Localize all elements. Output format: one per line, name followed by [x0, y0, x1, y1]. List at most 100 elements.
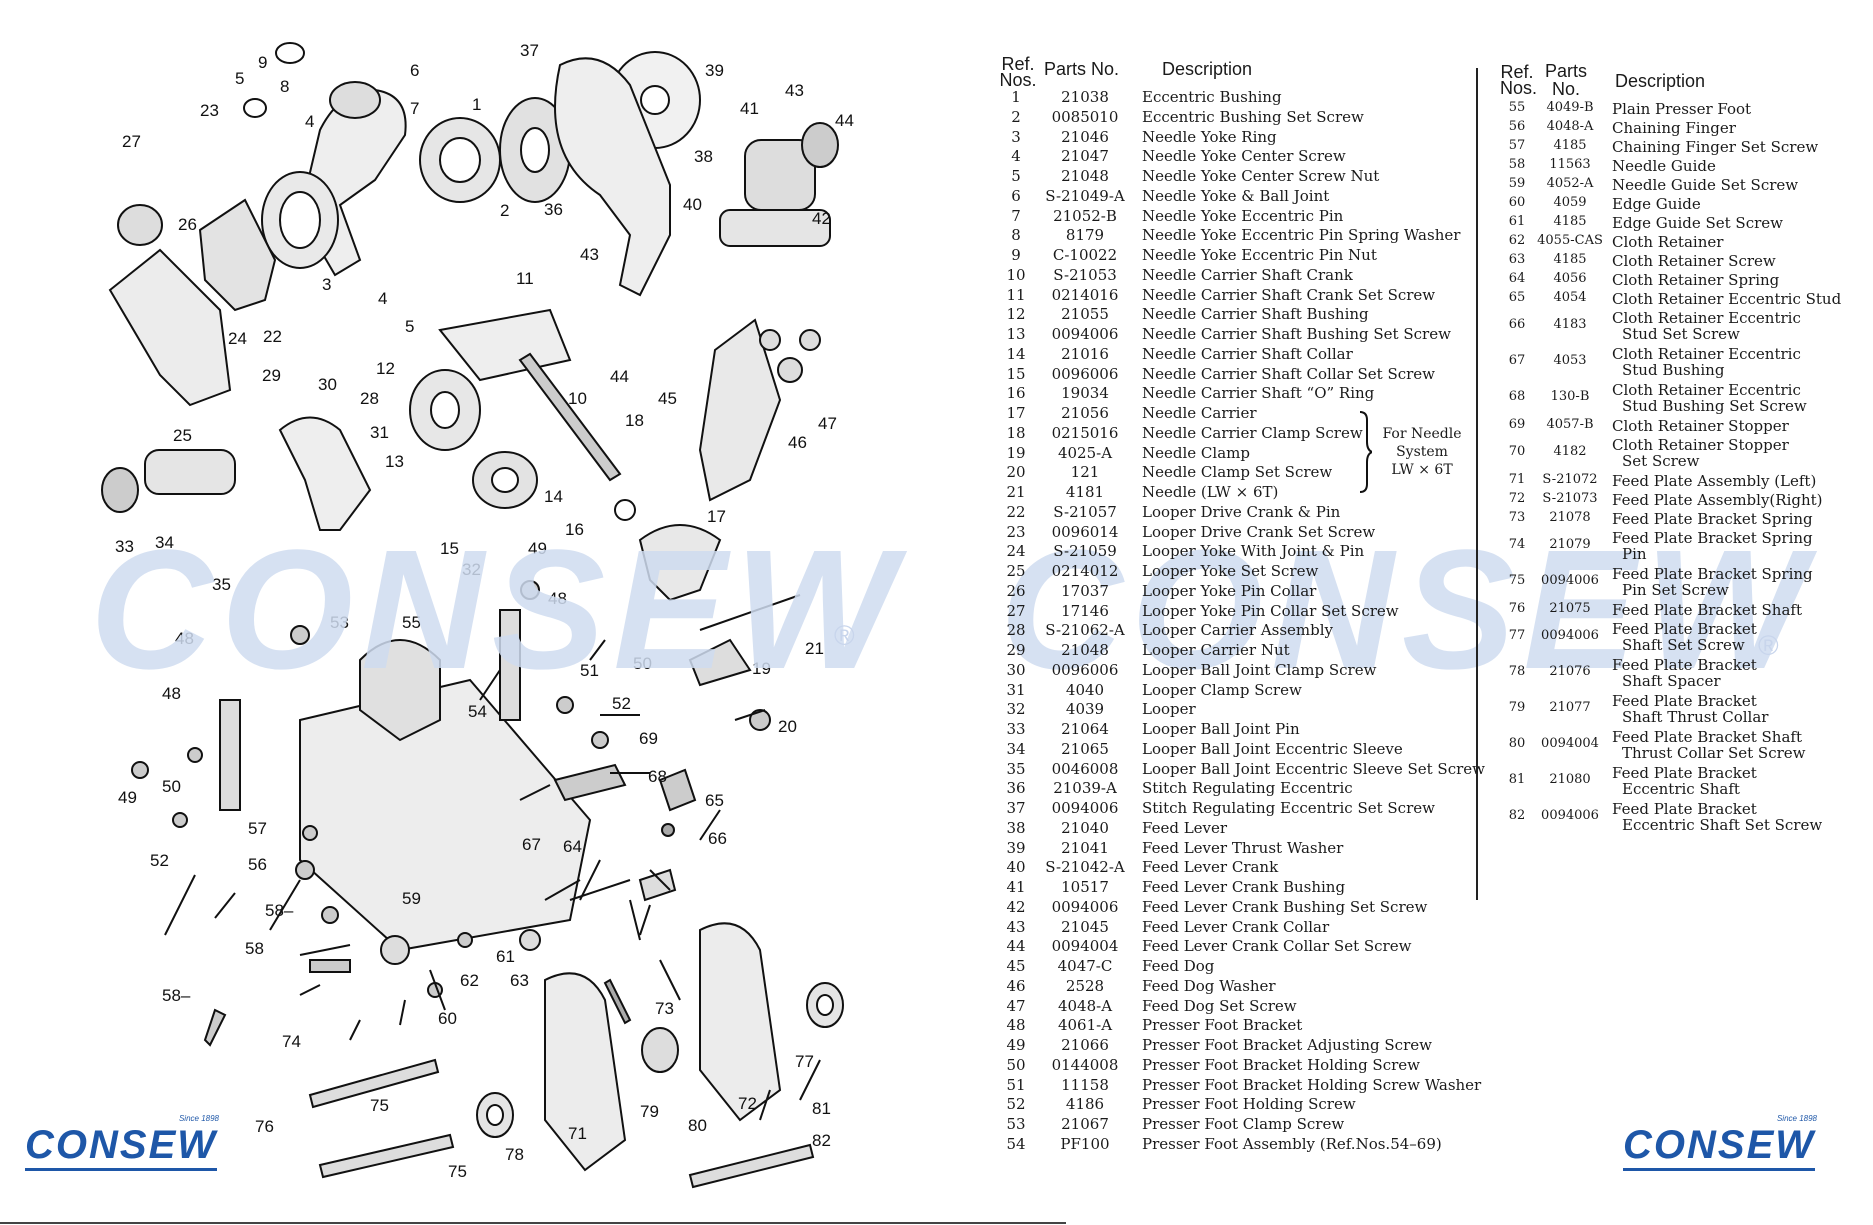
ref-number: 79	[1508, 700, 1526, 715]
ref-number: 33	[1006, 720, 1026, 738]
part-description: Feed Plate Bracket Spring	[1612, 529, 1813, 547]
callout-81: 81	[812, 1099, 831, 1118]
callout-57: 57	[248, 819, 267, 838]
part-description: Feed Lever Crank	[1142, 858, 1279, 877]
part-description: Looper	[1142, 700, 1196, 719]
part-number: 21067	[1061, 1115, 1109, 1133]
part-number: 4053	[1553, 353, 1587, 368]
part-description: Needle Carrier Shaft Crank	[1142, 265, 1353, 284]
part-number: 21080	[1549, 772, 1591, 787]
part-description: Presser Foot Holding Screw	[1142, 1095, 1356, 1114]
part-number: 4049-B	[1546, 100, 1594, 115]
part-description-cont: Pin	[1622, 545, 1647, 563]
ref-number: 74	[1508, 537, 1526, 552]
part-number: 4052-A	[1546, 176, 1594, 191]
part-number: 21039-A	[1053, 779, 1117, 798]
part-description: Presser Foot Bracket	[1142, 1016, 1303, 1035]
callout-41: 41	[740, 99, 759, 118]
watermark-left-registered: ®	[834, 620, 855, 651]
callout-26: 26	[178, 215, 197, 234]
parts-drawing	[101, 42, 844, 1189]
part-number: S-21042-A	[1045, 858, 1125, 877]
part-9-shape	[275, 42, 305, 64]
part-description: Looper Drive Crank Set Screw	[1142, 522, 1376, 541]
part-description-cont: Pin Set Screw	[1622, 581, 1729, 599]
part-number: S-21073	[1542, 491, 1598, 506]
ref-number: 60	[1508, 195, 1526, 210]
callout-72: 72	[738, 1094, 757, 1113]
part-number: 0096006	[1051, 364, 1119, 383]
ref-number: 19	[1006, 443, 1026, 462]
ref-number: 24	[1006, 542, 1026, 561]
callout-9: 9	[258, 53, 268, 72]
callout-24: 24	[228, 329, 247, 348]
callout-75: 75	[370, 1096, 389, 1115]
callout-11: 11	[516, 269, 534, 288]
part-number: S-21072	[1542, 472, 1598, 487]
left-header-description: Description	[1162, 59, 1253, 79]
callout-51b: 50	[162, 777, 181, 796]
callout-40: 40	[683, 195, 702, 214]
part-number: 0094006	[1541, 573, 1599, 588]
part-description: Needle Yoke Center Screw Nut	[1142, 167, 1380, 185]
part-description: Presser Foot Bracket Holding Screw	[1142, 1055, 1420, 1074]
part-description: Feed Plate Bracket Shaft	[1612, 728, 1802, 746]
ref-number: 4	[1011, 147, 1021, 166]
callout-10: 10	[568, 389, 587, 408]
part-number: 4181	[1065, 483, 1105, 501]
ref-number: 54	[1006, 1134, 1026, 1153]
part-description: Needle Yoke Ring	[1142, 127, 1277, 146]
ref-number: 35	[1006, 759, 1026, 778]
callout-34: 34	[155, 533, 174, 552]
part-description: Needle Carrier Clamp Screw	[1142, 423, 1363, 442]
ref-number: 10	[1006, 265, 1026, 284]
callout-80: 80	[688, 1116, 707, 1135]
callout-16: 16	[565, 520, 584, 539]
part-number: 4054	[1553, 290, 1587, 305]
part-description: Feed Lever Crank Collar	[1142, 917, 1330, 936]
callout-48: 48	[548, 589, 567, 608]
ref-number: 36	[1006, 779, 1026, 798]
part-number: 4061-A	[1057, 1016, 1113, 1035]
callout-52b: 52	[150, 851, 169, 870]
logo-since: Since 1898	[178, 1114, 219, 1123]
part-description: Feed Plate Assembly(Right)	[1612, 491, 1823, 509]
part-description-cont: Thrust Collar Set Screw	[1622, 744, 1806, 762]
part-number: 21047	[1061, 147, 1109, 166]
callout-13: 13	[385, 452, 404, 471]
callout-19: 19	[752, 659, 771, 678]
logo-text: CONSEW	[25, 1123, 217, 1167]
part-description: Looper Ball Joint Eccentric Sleeve	[1142, 739, 1403, 758]
part-number: 0096014	[1051, 522, 1119, 541]
part-description: Feed Dog Set Screw	[1142, 996, 1297, 1015]
watermark-right: CONSEW	[1000, 515, 1813, 705]
ref-number: 56	[1508, 119, 1526, 134]
exploded-parts-diagram: 9 37 39 6 5 8 7 4 1 41 43 44 23 27 38 2 …	[101, 42, 854, 1189]
part-number: 0214016	[1051, 285, 1119, 304]
feed-lever-shape	[554, 57, 671, 297]
callout-21: 21	[805, 639, 824, 658]
logo-since: Since 1898	[1776, 1114, 1817, 1123]
part-description: Needle Carrier Shaft Collar Set Screw	[1142, 364, 1436, 383]
callout-53: 53	[330, 613, 349, 632]
part-description: Cloth Retainer Eccentric	[1612, 309, 1801, 327]
part-description: Looper Carrier Assembly	[1142, 621, 1334, 640]
callout-62: 61	[496, 947, 515, 966]
callout-60: 59	[402, 889, 421, 908]
part-number: 0094004	[1541, 736, 1599, 751]
callout-29: 29	[262, 366, 281, 385]
part-description: Feed Plate Bracket	[1612, 656, 1757, 674]
part-description: Needle Carrier Shaft Collar	[1142, 344, 1353, 363]
callout-23: 23	[200, 101, 219, 120]
part-number: 8179	[1065, 226, 1105, 245]
ref-number: 62	[1508, 233, 1526, 248]
ref-number: 49	[1006, 1036, 1026, 1054]
part-number: 0094006	[1051, 799, 1119, 817]
callout-67: 66	[708, 829, 727, 848]
part-description: Looper Ball Joint Eccentric Sleeve Set S…	[1142, 759, 1485, 778]
part-number: 0046008	[1051, 759, 1119, 778]
part-description: Feed Plate Bracket	[1612, 692, 1757, 710]
ref-number: 46	[1006, 976, 1026, 995]
part-description: Stitch Regulating Eccentric Set Screw	[1142, 799, 1435, 817]
part-number: 11563	[1549, 157, 1591, 172]
